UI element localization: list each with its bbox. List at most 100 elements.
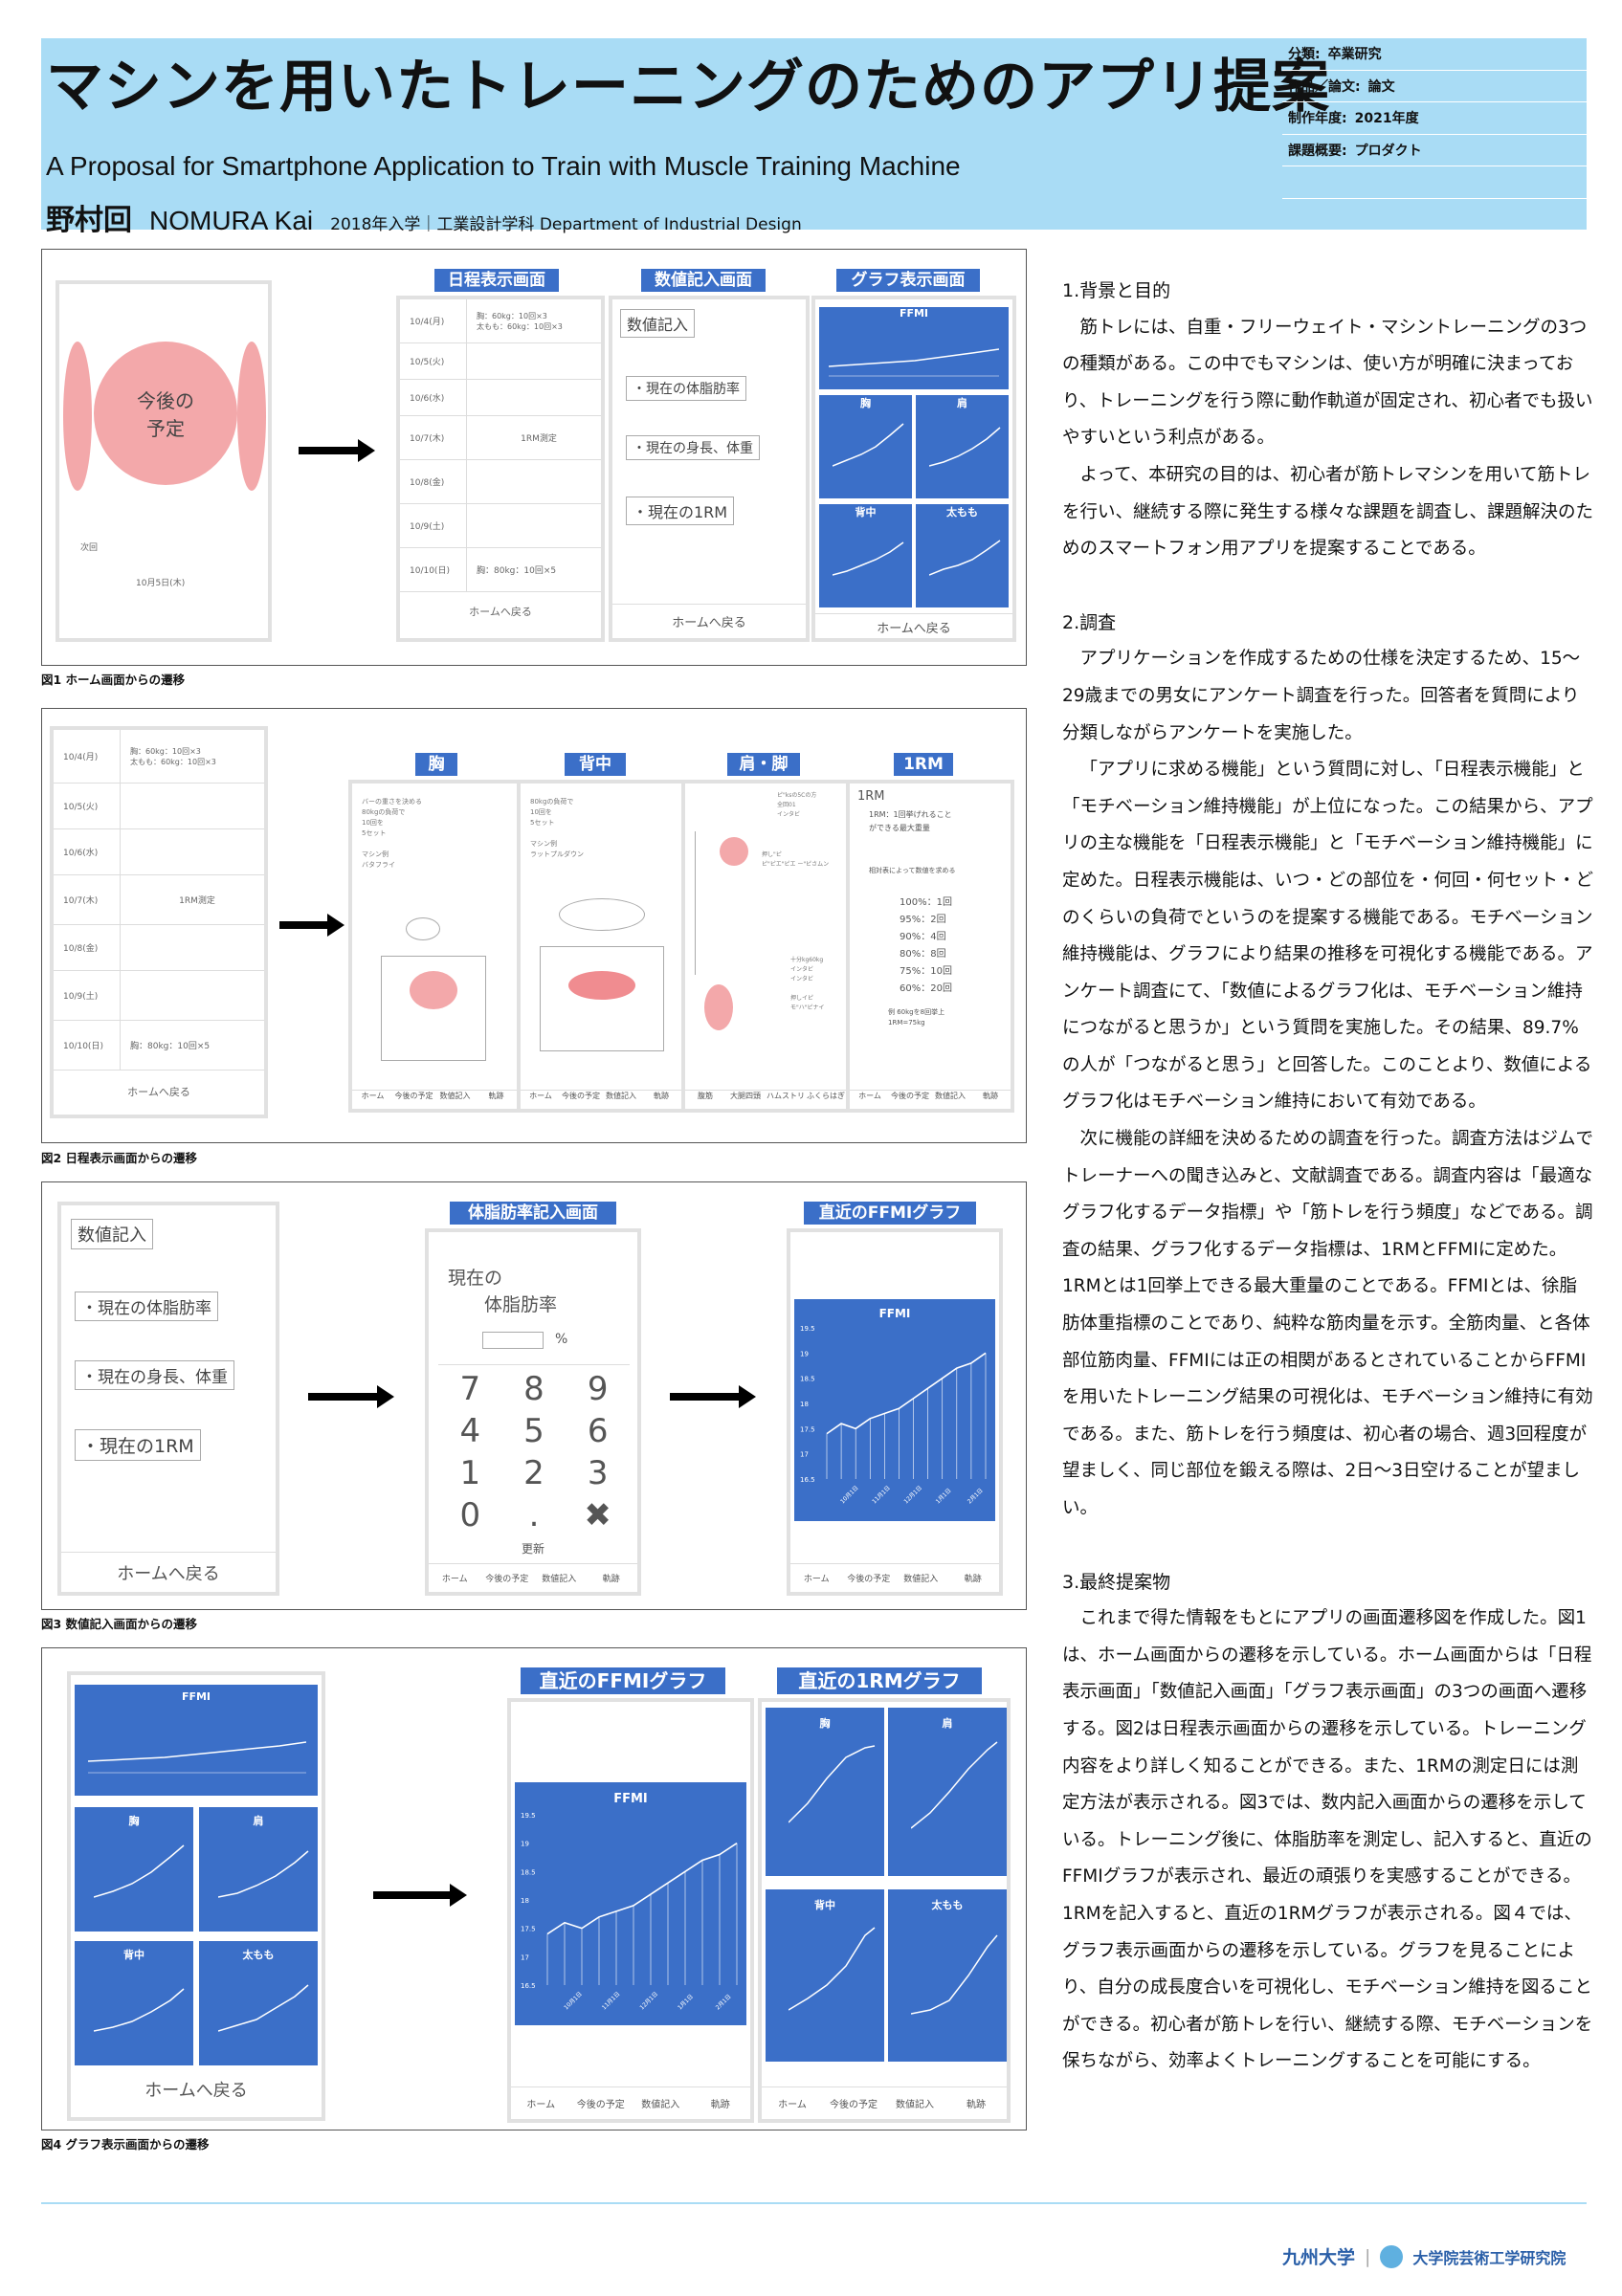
schedule-row[interactable]: 10/8(金): [54, 925, 264, 971]
shoulder-rm-chart[interactable]: 肩: [888, 1708, 1007, 1876]
height-weight-item[interactable]: ・現在の身長、体重: [626, 435, 760, 460]
ffmi-mini-chart[interactable]: FFMI: [75, 1685, 318, 1796]
home-back-button[interactable]: ホームへ戻る: [815, 613, 1012, 636]
schedule-row[interactable]: 10/10(日)胸：80kg：10回×5: [54, 1021, 264, 1071]
schedule-row[interactable]: 10/9(土): [400, 504, 601, 548]
tab-plan[interactable]: 今後の予定: [576, 2100, 625, 2110]
chest-mini-chart[interactable]: 胸: [75, 1807, 193, 1932]
ffmi-mini-chart[interactable]: FFMI: [819, 307, 1009, 389]
shoulder-mini-chart[interactable]: 肩: [916, 395, 1009, 498]
tab-track[interactable]: 軌跡: [967, 2100, 986, 2110]
key-delete[interactable]: ✖: [584, 1496, 611, 1534]
tab-home[interactable]: ホーム: [526, 2100, 556, 2110]
home-back-button[interactable]: ホームへ戻る: [127, 1086, 190, 1098]
key-9[interactable]: 9: [587, 1370, 609, 1408]
tab-home[interactable]: ホーム: [778, 2100, 807, 2110]
tab-item[interactable]: 腹筋: [698, 1092, 713, 1100]
home-back-button[interactable]: ホームへ戻る: [61, 1552, 276, 1585]
back-mini-chart[interactable]: 背中: [75, 1941, 193, 2065]
bodyfat-field[interactable]: [482, 1332, 544, 1349]
tab-track[interactable]: 軌跡: [654, 1092, 669, 1100]
tab-plan[interactable]: 今後の予定: [485, 1575, 529, 1584]
tab-track[interactable]: 軌跡: [964, 1575, 982, 1584]
key-dot[interactable]: .: [528, 1496, 540, 1534]
paragraph: 筋トレには、自重・フリーウェイト・マシントレーニングの3つの種類がある。この中で…: [1062, 317, 1593, 449]
home-back-button[interactable]: ホームへ戻る: [469, 606, 532, 618]
schedule-row[interactable]: 10/8(金): [400, 460, 601, 504]
thigh-mini-chart[interactable]: 太もも: [916, 504, 1009, 607]
key-6[interactable]: 6: [587, 1412, 609, 1450]
meta-row: 課題概要:プロダクト: [1282, 135, 1587, 167]
tab-input[interactable]: 数値記入: [896, 2100, 934, 2110]
tab-plan[interactable]: 今後の予定: [847, 1575, 891, 1584]
shoulder-leg-screen: ピ"ksの5Cの方 全回01 インタビ 押し"ピ ピ"ピエ"ピエ ー"ピさムン …: [681, 780, 850, 1113]
rm-graph-screen: 胸 肩 背中 太もも ホーム 今後の予定 数値記入 軌跡: [758, 1698, 1011, 2123]
tab-input[interactable]: 数値記入: [935, 1092, 966, 1100]
tab-home[interactable]: ホーム: [441, 1575, 468, 1584]
graph-screen: FFMI 胸 肩 背中 太もも ホームへ戻る: [67, 1671, 325, 2121]
tab-input[interactable]: 数値記入: [641, 2100, 680, 2110]
tab-input[interactable]: 数値記入: [606, 1092, 636, 1100]
paragraph: これまで得た情報をもとにアプリの画面遷移図を作成した。図1は、ホーム画面からの遷…: [1062, 1608, 1593, 2072]
tab-track[interactable]: 軌跡: [602, 1575, 620, 1584]
back-mini-chart[interactable]: 背中: [819, 504, 912, 607]
rm-item[interactable]: ・現在の1RM: [626, 497, 735, 525]
rm-item[interactable]: ・現在の1RM: [75, 1429, 201, 1461]
upcoming-bubble[interactable]: 今後の 予定: [94, 342, 237, 485]
bodyfat-item[interactable]: ・現在の体脂肪率: [75, 1292, 218, 1321]
paragraph: アプリケーションを作成するための仕様を決定するため、15〜29歳までの男女にアン…: [1062, 649, 1581, 743]
schedule-row[interactable]: 10/7(木)1RM測定: [400, 416, 601, 460]
tab-input[interactable]: 数値記入: [903, 1575, 939, 1584]
schedule-row[interactable]: 10/5(火): [54, 784, 264, 829]
schedule-row[interactable]: 10/9(土): [54, 971, 264, 1021]
schedule-row[interactable]: 10/4(月)胸：60kg：10回×3 太もも：60kg：10回×3: [54, 730, 264, 784]
key-3[interactable]: 3: [587, 1454, 609, 1492]
key-2[interactable]: 2: [523, 1454, 544, 1492]
home-back-button[interactable]: ホームへ戻る: [612, 604, 806, 630]
chest-mini-chart[interactable]: 胸: [819, 395, 912, 498]
tab-item[interactable]: ふくらはぎ: [807, 1092, 845, 1100]
key-8[interactable]: 8: [523, 1370, 544, 1408]
thigh-mini-chart[interactable]: 太もも: [199, 1941, 318, 2065]
tab-plan[interactable]: 今後の予定: [394, 1092, 433, 1100]
schedule-row[interactable]: 10/6(水): [54, 829, 264, 875]
tab-track[interactable]: 軌跡: [983, 1092, 998, 1100]
machine-bar-icon: [559, 898, 645, 931]
schedule-row[interactable]: 10/5(火): [400, 343, 601, 380]
thigh-rm-chart[interactable]: 太もも: [888, 1889, 1007, 2062]
bodyfat-item[interactable]: ・現在の体脂肪率: [626, 376, 746, 401]
key-0[interactable]: 0: [459, 1496, 481, 1534]
back-rm-chart[interactable]: 背中: [766, 1889, 884, 2062]
key-1[interactable]: 1: [459, 1454, 481, 1492]
height-weight-item[interactable]: ・現在の身長、体重: [75, 1360, 234, 1390]
tab-input[interactable]: 数値記入: [439, 1092, 471, 1100]
tab-track[interactable]: 軌跡: [710, 2100, 730, 2110]
chest-rm-chart[interactable]: 胸: [766, 1708, 884, 1876]
key-4[interactable]: 4: [459, 1412, 481, 1450]
shoulder-mini-chart[interactable]: 肩: [199, 1807, 318, 1932]
home-back-button[interactable]: ホームへ戻る: [144, 2081, 248, 2101]
tab-home[interactable]: ホーム: [361, 1092, 385, 1100]
key-7[interactable]: 7: [459, 1370, 481, 1408]
update-button[interactable]: 更新: [521, 1542, 544, 1556]
machine-frame-icon: [695, 831, 696, 975]
key-5[interactable]: 5: [523, 1412, 544, 1450]
tab-plan[interactable]: 今後の予定: [562, 1092, 600, 1100]
schedule-row[interactable]: 10/6(水): [400, 380, 601, 416]
schedule-row[interactable]: 10/4(月)胸：60kg：10回×3 太もも：60kg：10回×3: [400, 299, 601, 343]
tab-item[interactable]: 大腿四頭: [730, 1092, 761, 1100]
tab-track[interactable]: 軌跡: [488, 1092, 504, 1100]
tab-home[interactable]: ホーム: [858, 1092, 881, 1100]
tab-home[interactable]: ホーム: [529, 1092, 552, 1100]
tab-home[interactable]: ホーム: [803, 1575, 830, 1584]
tab-plan[interactable]: 今後の予定: [830, 2100, 878, 2110]
schedule-row[interactable]: 10/7(木)1RM測定: [54, 875, 264, 925]
tab-plan[interactable]: 今後の予定: [891, 1092, 929, 1100]
tab-input[interactable]: 数値記入: [542, 1575, 577, 1584]
target-muscle-icon: [410, 971, 457, 1009]
meta-value: プロダクト: [1354, 144, 1422, 160]
tab-item[interactable]: ハムストリ: [767, 1092, 805, 1100]
schedule-row[interactable]: 10/10(日)胸：80kg：10回×5: [400, 548, 601, 592]
meta-value: 2021年度: [1354, 111, 1419, 127]
bar-trend-icon: [833, 423, 904, 467]
